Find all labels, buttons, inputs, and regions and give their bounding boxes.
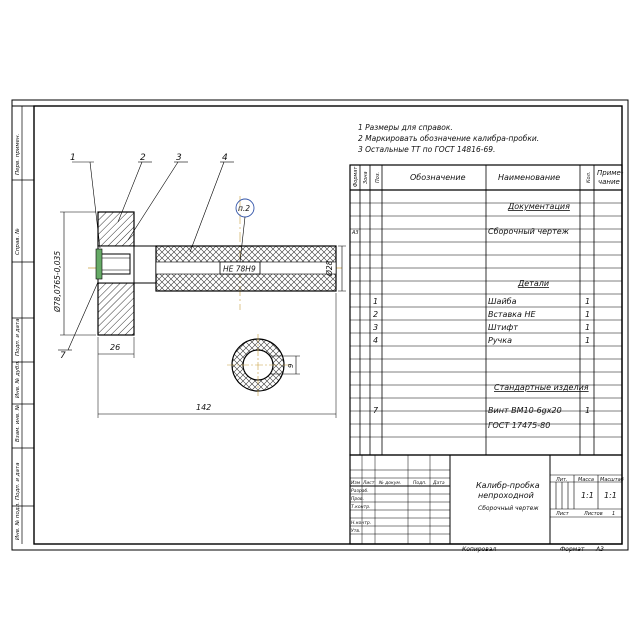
header-format: Формат	[353, 166, 359, 187]
leader-1: 1	[70, 153, 76, 163]
washer	[97, 282, 135, 336]
screw	[99, 253, 131, 275]
role-doc: № докум.	[378, 480, 401, 486]
spec-section: Стандартные изделия	[494, 383, 589, 392]
role-sign: Подп.	[413, 480, 427, 486]
leader-7: 7	[60, 351, 66, 361]
spec-format: А3	[351, 230, 359, 236]
spec-section: Детали	[517, 279, 549, 288]
side-stamp-column: Перв. примен. Справ. № Подп. и дата Инв.…	[12, 105, 34, 544]
stamp-text: Взам. инв. №	[15, 404, 21, 442]
spec-pos: 1	[373, 297, 378, 306]
note-1: 1 Размеры для справок.	[358, 123, 453, 132]
stamp-text: Подп. и дата	[15, 318, 21, 356]
sheet-label: Лист	[555, 511, 570, 517]
person-approved: Утв.	[351, 528, 360, 534]
person-tcontrol: Т.контр.	[351, 504, 371, 510]
dim-section: 9	[287, 363, 295, 368]
role-date: Дата	[432, 480, 445, 486]
sheet-border	[11, 99, 629, 551]
sheets-label: Листов	[583, 511, 603, 517]
leader-2: 2	[140, 153, 146, 163]
stamp-text: Инв. № подл.	[15, 502, 21, 540]
note-3: 3 Остальные ТТ по ГОСТ 14816-69.	[358, 145, 495, 154]
spec-qty: 1	[585, 336, 590, 345]
person-developer: Разраб.	[351, 488, 369, 494]
spec-pos: 3	[373, 323, 378, 332]
spec-pos: 2	[373, 310, 378, 319]
dim-142: 142	[196, 403, 211, 412]
spec-qty: 1	[585, 297, 590, 306]
gauge-insert	[97, 211, 135, 247]
spec-qty: 1	[585, 406, 590, 415]
person-ncontrol: Н.контр.	[351, 520, 371, 526]
stamp-text: Справ. №	[15, 228, 21, 255]
role-sheet: Лист	[362, 480, 375, 486]
dim-handle-diameter: Ø28	[325, 260, 334, 277]
spec-item-name: Ручка	[488, 336, 512, 345]
spec-section: Документация	[507, 202, 570, 211]
stamp-text: Подп. и дата	[15, 462, 21, 500]
specification-table: Формат Зона Поз. Обозначение Наименовани…	[349, 164, 624, 456]
spec-qty: 1	[585, 323, 590, 332]
title-block: Изм Лист № докум. Подп. Дата Разраб. Про…	[349, 454, 624, 545]
role-change: Изм	[351, 480, 361, 486]
stamp-text: Инв. № дубл.	[15, 360, 21, 398]
note-bubble: п.2	[238, 204, 250, 213]
spec-qty: 1	[585, 310, 590, 319]
marking-text: НЕ 78Н9	[223, 265, 256, 274]
spec-item-name: Вставка НЕ	[488, 310, 536, 319]
spec-item-name: Винт ВМ10-6gх20	[488, 406, 562, 415]
header-qty: Кол.	[586, 172, 592, 183]
header-note-1: Приме-	[597, 169, 624, 177]
header-designation: Обозначение	[410, 173, 466, 182]
dim-main-diameter: Ø78,0765-0,035	[53, 251, 62, 313]
header-zone: Зона	[363, 171, 369, 184]
dim-26: 26	[110, 343, 120, 352]
spec-item-name: Шайба	[488, 297, 517, 306]
spec-pos: 4	[373, 336, 378, 345]
scale-value: 1:1	[604, 491, 617, 500]
assembly-view: НЕ 78Н9 п.2 1 2 3 4 7 Ø78,0765-0,035 Ø28	[53, 153, 346, 418]
format-value: А3	[595, 546, 604, 553]
format-label: Формат	[560, 546, 585, 553]
lit-label: Лит.	[555, 477, 568, 483]
leader-3: 3	[176, 153, 182, 163]
spec-item-name: Штифт	[488, 323, 518, 332]
spec-item-name: ГОСТ 17475-80	[488, 421, 550, 430]
footer: Копировал Формат А3	[462, 546, 604, 553]
technical-notes: 1 Размеры для справок. 2 Маркировать обо…	[358, 123, 539, 154]
leader-4: 4	[222, 153, 228, 163]
person-checker: Пров.	[351, 496, 364, 502]
spec-item-name: Сборочный чертеж	[488, 227, 570, 236]
title-line-2: непроходной	[478, 491, 534, 500]
copied-label: Копировал	[462, 546, 496, 553]
mass-label: Масса	[578, 477, 594, 483]
title-line-1: Калибр-пробка	[476, 481, 540, 490]
header-pos: Поз.	[375, 172, 381, 183]
stamp-text: Перв. примен.	[15, 133, 21, 175]
doc-type: Сборочный чертеж	[478, 505, 539, 512]
spec-pos: 7	[373, 406, 379, 415]
header-note-2: чание	[598, 178, 620, 186]
note-2: 2 Маркировать обозначение калибра-пробки…	[358, 134, 539, 143]
mass-value: 1:1	[581, 491, 594, 500]
scale-label: Масштаб	[600, 477, 624, 483]
header-name: Наименование	[498, 173, 560, 182]
sheets-value: 1	[612, 511, 615, 517]
